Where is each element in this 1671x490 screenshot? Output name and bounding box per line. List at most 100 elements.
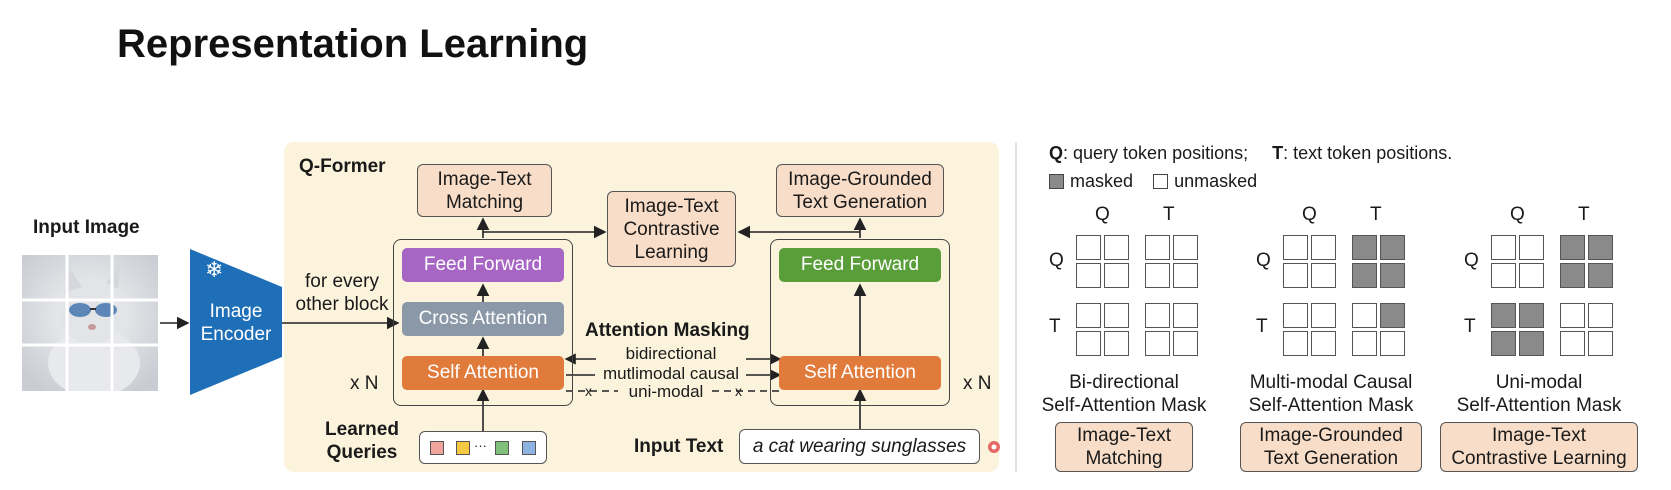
mask-col-label-q: Q — [1302, 204, 1317, 225]
mask-cell-masked — [1491, 303, 1516, 328]
mask-row-label-t: T — [1464, 316, 1476, 337]
legend-masked-swatch — [1049, 174, 1064, 189]
mask-cell-unmasked — [1173, 263, 1198, 288]
cat-image — [22, 255, 158, 397]
mask-row-label-q: Q — [1256, 250, 1271, 271]
query-token-2 — [456, 441, 470, 455]
mask-cell-unmasked — [1076, 263, 1101, 288]
legend-q-key: Q — [1049, 143, 1064, 163]
feed-forward-left-block: Feed Forward — [402, 248, 564, 282]
mask-cell-masked — [1380, 235, 1405, 260]
mask-cell-unmasked — [1560, 331, 1585, 356]
mask-cell-masked — [1588, 263, 1613, 288]
cross-attention-block: Cross Attention — [402, 302, 564, 336]
mask-quadrant-tq — [1491, 303, 1544, 356]
itm-output-box: Image-Text Matching — [417, 164, 552, 217]
input-text-label: Input Text — [634, 436, 724, 457]
mask-cell-unmasked — [1352, 331, 1377, 356]
mask-cell-unmasked — [1283, 263, 1308, 288]
mask-col-label-q: Q — [1510, 204, 1525, 225]
mask-quadrant-qq — [1283, 235, 1336, 288]
mask-col-label-t: T — [1578, 204, 1590, 225]
itc-output-box: Image-Text Contrastive Learning — [607, 191, 736, 267]
input-text-box: a cat wearing sunglasses — [739, 429, 980, 464]
mask-task-box: Image-Grounded Text Generation — [1240, 422, 1422, 472]
mask-caption-line2: Self-Attention Mask — [1041, 395, 1207, 416]
mask-cell-unmasked — [1145, 303, 1170, 328]
mask-cell-unmasked — [1588, 331, 1613, 356]
mask-cell-masked — [1519, 331, 1544, 356]
mask-cell-masked — [1560, 263, 1585, 288]
mask-cell-masked — [1519, 303, 1544, 328]
mask-cell-unmasked — [1283, 235, 1308, 260]
svg-text:x: x — [585, 383, 592, 399]
mask-cell-unmasked — [1311, 263, 1336, 288]
qformer-label: Q-Former — [299, 156, 386, 177]
mask-cell-unmasked — [1311, 303, 1336, 328]
mask-cell-masked — [1588, 235, 1613, 260]
mask-quadrant-qt — [1560, 235, 1613, 288]
legend-mask: masked unmasked — [1049, 171, 1257, 192]
mask-cell-unmasked — [1104, 235, 1129, 260]
mask-cell-masked — [1491, 331, 1516, 356]
mask-cell-unmasked — [1104, 303, 1129, 328]
self-attention-right-block: Self Attention — [779, 356, 941, 390]
mask-type-multimodal-causal: mutlimodal causal — [596, 365, 746, 382]
text-transformer-group — [770, 239, 950, 406]
mask-cell-masked — [1352, 235, 1377, 260]
mask-col-label-t: T — [1370, 204, 1382, 225]
mask-type-unimodal: uni-modal — [620, 383, 712, 400]
mask-cell-unmasked — [1173, 331, 1198, 356]
mask-row-label-q: Q — [1049, 250, 1064, 271]
mask-cell-masked — [1380, 263, 1405, 288]
mask-caption-line1: Bi-directional — [1069, 372, 1179, 393]
learned-queries-label: Learned Queries — [325, 419, 399, 463]
mask-cell-unmasked — [1145, 235, 1170, 260]
legend-unmasked-swatch — [1153, 174, 1169, 189]
mask-row-label-t: T — [1256, 316, 1268, 337]
mask-quadrant-qt — [1352, 235, 1405, 288]
mask-cell-unmasked — [1283, 331, 1308, 356]
mask-cell-unmasked — [1311, 331, 1336, 356]
repeat-n-right: x N — [963, 373, 992, 394]
mask-caption-line1: Uni-modal — [1495, 372, 1583, 393]
mask-quadrant-qq — [1491, 235, 1544, 288]
image-encoder-label: Image Encoder — [200, 301, 272, 345]
mask-caption-line1: Multi-modal Causal — [1249, 372, 1413, 393]
mask-cell-unmasked — [1311, 235, 1336, 260]
mask-caption-line2: Self-Attention Mask — [1456, 395, 1622, 416]
mask-task-box: Image-Text Contrastive Learning — [1440, 422, 1638, 472]
mask-cell-unmasked — [1283, 303, 1308, 328]
mask-quadrant-tt — [1560, 303, 1613, 356]
mask-cell-unmasked — [1380, 331, 1405, 356]
mask-cell-unmasked — [1076, 303, 1101, 328]
mask-type-bidirectional: bidirectional — [596, 345, 746, 362]
mask-quadrant-qq — [1076, 235, 1129, 288]
query-transformer-group — [393, 239, 573, 406]
mask-cell-unmasked — [1560, 303, 1585, 328]
mask-cell-unmasked — [1076, 331, 1101, 356]
mask-col-label-t: T — [1163, 204, 1175, 225]
mask-cell-unmasked — [1519, 235, 1544, 260]
mask-cell-unmasked — [1491, 235, 1516, 260]
legend-t-key: T — [1272, 143, 1284, 163]
mask-caption-line2: Self-Attention Mask — [1248, 395, 1414, 416]
mask-cell-unmasked — [1173, 235, 1198, 260]
mask-cell-unmasked — [1519, 263, 1544, 288]
mask-quadrant-tt — [1352, 303, 1405, 356]
legend-positions: Q: query token positions; T: text token … — [1049, 143, 1452, 164]
mask-cell-unmasked — [1588, 303, 1613, 328]
query-token-1 — [430, 441, 444, 455]
learned-queries-tokens: ··· — [419, 431, 547, 464]
cross-attention-frequency-note: for every other block — [295, 271, 389, 315]
query-token-ellipsis: ··· — [474, 438, 487, 453]
mask-row-label-q: Q — [1464, 250, 1479, 271]
mask-cell-masked — [1352, 263, 1377, 288]
mask-task-box: Image-Text Matching — [1055, 422, 1193, 472]
mask-cell-unmasked — [1145, 263, 1170, 288]
mask-cell-unmasked — [1173, 303, 1198, 328]
mask-quadrant-qt — [1145, 235, 1198, 288]
mask-cell-unmasked — [1491, 263, 1516, 288]
mask-quadrant-tq — [1283, 303, 1336, 356]
mask-cell-unmasked — [1104, 331, 1129, 356]
